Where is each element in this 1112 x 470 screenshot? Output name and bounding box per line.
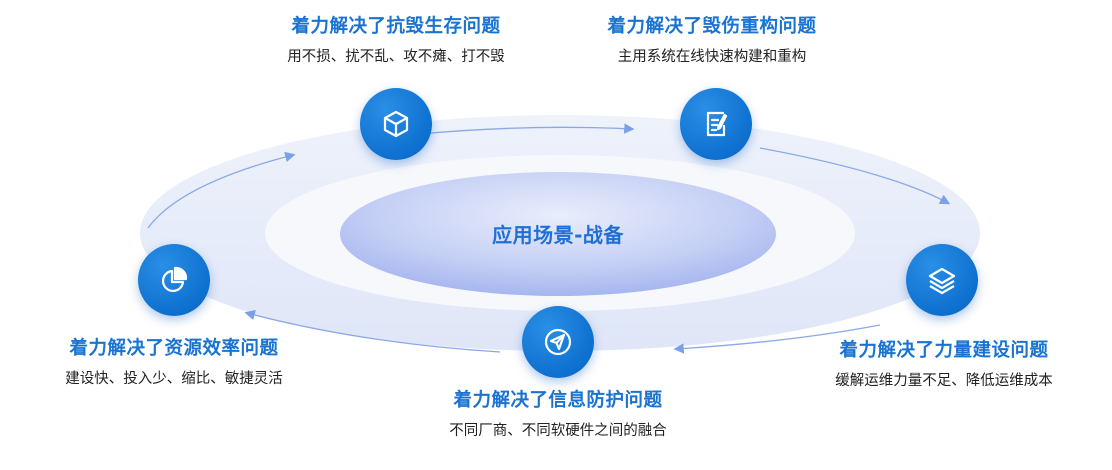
item-subtitle: 不同厂商、不同软硬件之间的融合 bbox=[449, 423, 667, 439]
flow-arrow-bottom-right bbox=[673, 324, 881, 354]
item-title: 着力解决了抗毁生存问题 bbox=[291, 16, 501, 37]
item-title: 着力解决了资源效率问题 bbox=[69, 338, 279, 359]
item-title: 着力解决了力量建设问题 bbox=[839, 340, 1049, 361]
flow-arrow-left bbox=[147, 151, 296, 229]
item-subtitle: 缓解运维力量不足、降低运维成本 bbox=[835, 373, 1053, 389]
item-subtitle: 建设快、投入少、缩比、敏捷灵活 bbox=[65, 371, 283, 387]
flow-arrow-top bbox=[419, 123, 635, 135]
send-icon-node bbox=[522, 306, 594, 378]
item-subtitle: 用不损、扰不乱、攻不瘫、打不毁 bbox=[287, 49, 505, 65]
cube-icon-node bbox=[360, 88, 432, 160]
item-document-caption: 着力解决了毁伤重构问题 主用系统在线快速构建和重构 bbox=[562, 12, 862, 66]
item-pie-caption: 着力解决了资源效率问题 建设快、投入少、缩比、敏捷灵活 bbox=[24, 334, 324, 388]
document-edit-icon-node bbox=[680, 88, 752, 160]
item-send-caption: 着力解决了信息防护问题 不同厂商、不同软硬件之间的融合 bbox=[408, 386, 708, 440]
core-ellipse bbox=[340, 172, 776, 296]
item-cube-caption: 着力解决了抗毁生存问题 用不损、扰不乱、攻不瘫、打不毁 bbox=[246, 12, 546, 66]
item-layers-caption: 着力解决了力量建设问题 缓解运维力量不足、降低运维成本 bbox=[794, 336, 1094, 390]
send-icon bbox=[544, 328, 572, 356]
layers-icon-node bbox=[906, 244, 978, 316]
item-title: 着力解决了信息防护问题 bbox=[453, 390, 663, 411]
item-title: 着力解决了毁伤重构问题 bbox=[607, 16, 817, 37]
pie-chart-icon-node bbox=[138, 244, 210, 316]
flow-arrow-bottom-left bbox=[244, 309, 501, 353]
document-edit-icon bbox=[706, 111, 728, 137]
layers-icon bbox=[928, 267, 956, 295]
item-subtitle: 主用系统在线快速构建和重构 bbox=[617, 49, 807, 65]
pie-chart-icon bbox=[161, 266, 188, 293]
center-label: 应用场景-战备 bbox=[492, 223, 624, 247]
cube-icon bbox=[383, 110, 409, 138]
flow-arrow-right bbox=[759, 147, 951, 205]
